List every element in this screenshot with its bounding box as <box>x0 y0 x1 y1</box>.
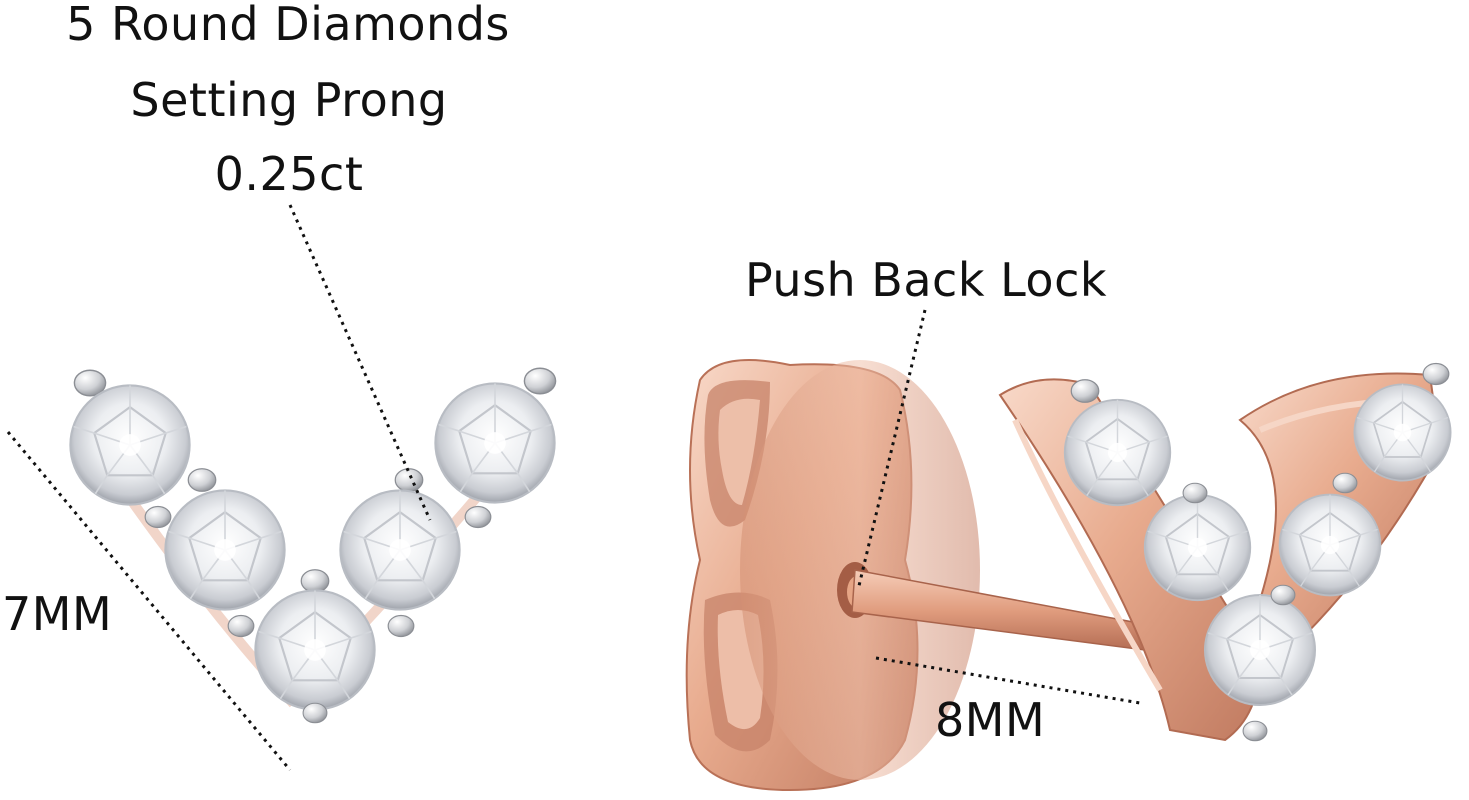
setting-label: Setting Prong <box>130 73 448 127</box>
diamond-2 <box>434 382 556 504</box>
side-view-earring <box>685 359 1452 792</box>
height-label: 7MM <box>2 587 113 641</box>
dimension-lines <box>6 204 1141 771</box>
front-view-earring <box>69 367 557 724</box>
push-back-lock-label: Push Back Lock <box>744 253 1108 307</box>
diamond-1 <box>69 384 191 506</box>
diamond-5 <box>254 589 376 711</box>
diamond-leader-line <box>288 204 432 521</box>
diamond-3 <box>164 489 286 611</box>
height-dimension-line <box>6 431 292 771</box>
carat-weight-label: 0.25ct <box>214 147 364 201</box>
diamond-count-label: 5 Round Diamonds <box>66 0 510 51</box>
width-label: 8MM <box>935 693 1046 747</box>
diamond-4 <box>339 489 461 611</box>
